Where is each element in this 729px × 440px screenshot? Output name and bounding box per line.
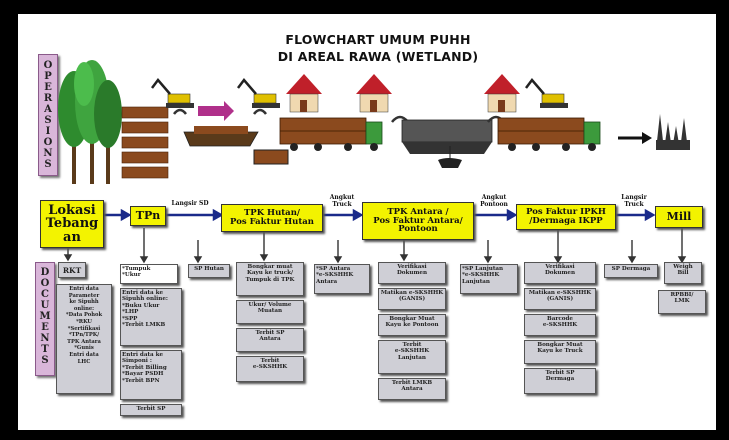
edge-label-langsir-truck: Langsir Truck <box>621 194 647 208</box>
node-mill: Mill <box>655 206 703 228</box>
doc-tpka-bongkar-muat: Bongkar Muat Kayu ke Pontoon <box>378 314 446 336</box>
documents-label: D O C U M E N T S <box>39 267 51 366</box>
doc-ipkh-barcode: Barcode e-SKSHHK <box>524 314 596 336</box>
truck-icon-2 <box>497 117 601 151</box>
doc-sp-dermaga: SP Dermaga <box>604 264 658 278</box>
edge-label-angkut-pontoon: Angkut Pontoon <box>480 194 508 208</box>
house-icon-2 <box>356 74 392 113</box>
flow-arrows <box>63 208 687 264</box>
doc-mill-weigh-bill: Weigh Bill <box>664 262 702 284</box>
doc-tpka-terbit-lanjutan: Terbit e-SKSHHK Lanjutan <box>378 340 446 374</box>
operations-illustration <box>58 60 690 184</box>
house-icon-3 <box>484 74 520 113</box>
doc-sp-hutan: SP Hutan <box>188 264 230 278</box>
edge-label-angkut-truck: Angkut Truck <box>329 194 355 208</box>
doc-ipkh-verifikasi: Verifikasi Dokumen <box>524 262 596 284</box>
barge-icon-1 <box>183 126 259 147</box>
doc-lokasi-parameter: Entri data Parameter ke Sipuhh online: *… <box>56 284 112 394</box>
edge-label-langsir-sd: Langsir SD <box>171 200 209 207</box>
house-icon-1 <box>286 74 322 113</box>
doc-ipkh-terbit-sp-dermaga: Terbit SP Dermaga <box>524 368 596 394</box>
doc-sp-antara: *SP Antara *e-SKSHHK Antara <box>314 264 370 294</box>
flowchart-panel: FLOWCHART UMUM PUHH DI AREAL RAWA (WETLA… <box>18 14 716 430</box>
doc-sp-lanjutan: *SP Lanjutan *e-SKSHHK Lanjutan <box>460 264 518 294</box>
node-pos-ipkh: Pos Faktur IPKH /Dermaga IKPP <box>516 204 616 230</box>
doc-tpn-terbit-sp: Terbit SP <box>120 404 182 416</box>
arrow-sign-icon <box>198 101 234 121</box>
doc-tpn-tumpuk: *Tumpuk *Ukur <box>120 264 178 284</box>
log-bundle-icon <box>253 149 289 165</box>
doc-tpkh-ukur-volume: Ukur/ Volume Muatan <box>236 300 304 324</box>
curved-arrow-icon <box>173 108 187 115</box>
factory-icon <box>656 114 690 150</box>
doc-rkt: RKT <box>58 262 86 278</box>
node-lokasi-tebangan: Lokasi Tebang an <box>40 200 104 248</box>
doc-tpka-matikan: Matikan e-SKSHHK (GANIS) <box>378 288 446 310</box>
node-tpk-hutan: TPK Hutan/ Pos Faktur Hutan <box>221 204 323 232</box>
doc-tpkh-bongkar-muat: Bongkar muat Kayu ke truck/ Tumpuk di TP… <box>236 262 304 296</box>
doc-tpka-terbit-lmkb: Terbit LMKB Antara <box>378 378 446 400</box>
operations-label: O P E R A S I O N S <box>43 60 53 170</box>
doc-ipkh-matikan: Matikan e-SKSHHK (GANIS) <box>524 288 596 310</box>
doc-tpkh-terbit-eskshhk: Terbit e-SKSHHK <box>236 356 304 382</box>
log-stack-icon <box>121 106 169 179</box>
doc-ipkh-bongkar-muat: Bongkar Muat Kayu ke Truck <box>524 340 596 364</box>
operations-sidebar: O P E R A S I O N S <box>38 54 58 176</box>
forest-icon <box>58 60 122 184</box>
truck-icon-1 <box>279 117 383 151</box>
doc-tpn-entri-simponi: Entri data ke Simponi : *Terbit Billing … <box>120 350 182 400</box>
pontoon-icon <box>401 119 493 168</box>
title-line-2: DI AREAL RAWA (WETLAND) <box>277 49 479 64</box>
node-tpk-antara: TPK Antara / Pos Faktur Antara/ Pontoon <box>362 202 474 240</box>
title-line-1: FLOWCHART UMUM PUHH <box>285 32 471 47</box>
doc-mill-rpbbi-lmk: RPBBI/ LMK <box>658 290 706 314</box>
excavator-icon-3 <box>525 78 568 108</box>
documents-sidebar: D O C U M E N T S <box>35 262 55 376</box>
arrow-to-mill-icon <box>618 132 652 144</box>
excavator-icon-2 <box>237 78 280 108</box>
doc-tpn-entri-sipuhh: Entri data ke Sipuhh online: *Buku Ukur … <box>120 288 182 346</box>
node-tpn: TPn <box>130 206 166 226</box>
excavator-icon-1 <box>151 78 194 108</box>
doc-tpkh-terbit-sp-antara: Terbit SP Antara <box>236 328 304 352</box>
doc-tpka-verifikasi: Verifikasi Dokumen <box>378 262 446 284</box>
